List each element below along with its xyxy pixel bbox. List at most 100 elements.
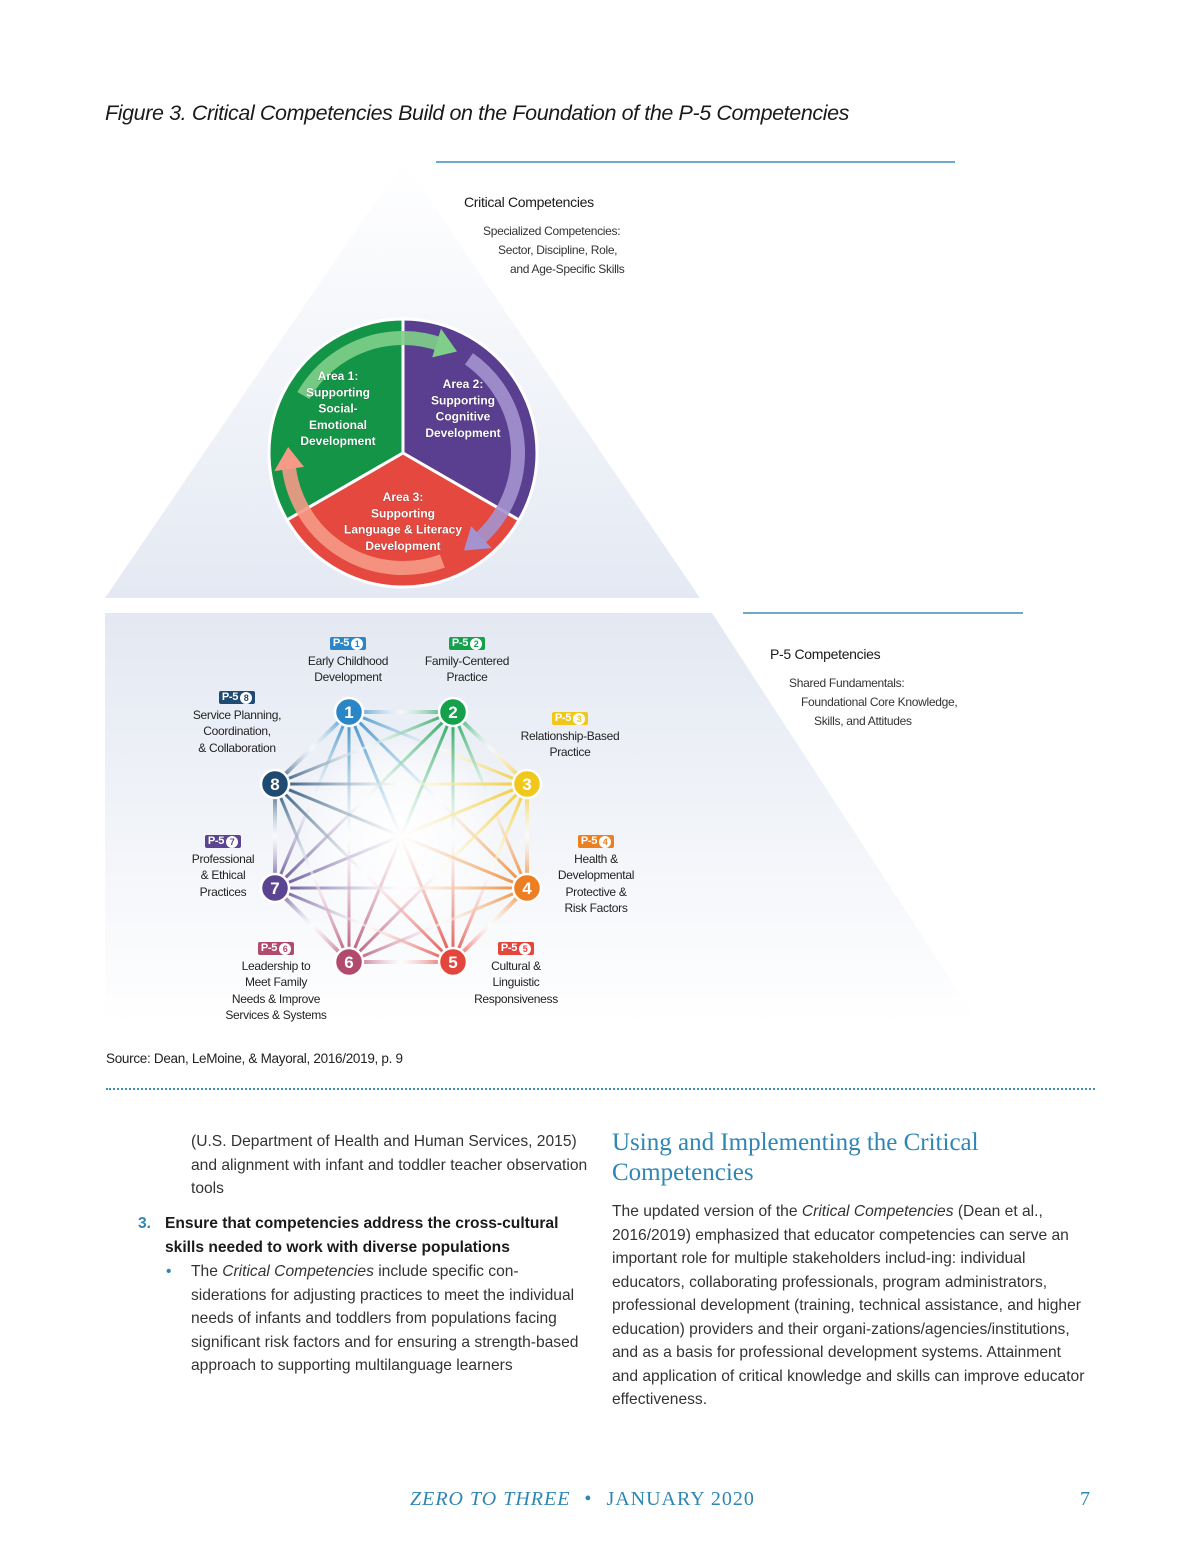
link-4-5 bbox=[451, 886, 529, 964]
node-5-number: 5 bbox=[448, 953, 457, 972]
node-3-label-line: Practice bbox=[549, 745, 591, 759]
node-2-label-line: Practice bbox=[446, 670, 488, 684]
link-4-6 bbox=[348, 886, 528, 964]
node-3-number: 3 bbox=[522, 775, 531, 794]
badge-number: 6 bbox=[279, 942, 292, 955]
critical-heading: Critical Competencies bbox=[464, 194, 594, 210]
node-6-label-line: Meet Family bbox=[244, 975, 308, 989]
bullet-em: Critical Competencies bbox=[222, 1263, 374, 1280]
area-2-label-line: Area 2: bbox=[443, 377, 484, 391]
badge-text: P-5 bbox=[207, 835, 225, 847]
badge-number: 4 bbox=[599, 835, 612, 848]
footer-separator: • bbox=[584, 1488, 593, 1510]
item-number: 3. bbox=[138, 1215, 152, 1232]
cycle-arrow-3 bbox=[281, 462, 445, 575]
para-post: (Dean et al., 2016/2019) emphasized that… bbox=[612, 1203, 1085, 1408]
area-2-label-line: Development bbox=[425, 426, 500, 440]
critical-line-2: Sector, Discipline, Role, bbox=[498, 243, 618, 257]
area-1-label-line: Social- bbox=[318, 402, 357, 416]
badge-text: P-5 bbox=[500, 942, 518, 954]
critical-line-3: and Age-Specific Skills bbox=[510, 262, 625, 276]
node-7-number: 7 bbox=[270, 879, 279, 898]
p5-line-3: Skills, and Attitudes bbox=[814, 714, 912, 728]
section-paragraph: The updated version of the Critical Comp… bbox=[612, 1200, 1087, 1412]
node-4-label-line: Protective & bbox=[565, 884, 627, 899]
section-title: Using and Implementing the Critical Comp… bbox=[612, 1129, 979, 1186]
area-2-sector bbox=[401, 317, 539, 523]
node-5-label-line: Responsiveness bbox=[474, 991, 558, 1006]
areas-pie: Area 1:SupportingSocial-EmotionalDevelop… bbox=[267, 317, 539, 589]
badge-number: 1 bbox=[351, 637, 364, 650]
node-4-number: 4 bbox=[522, 879, 532, 898]
badge-text: P-5 bbox=[332, 637, 350, 649]
node-8-number: 8 bbox=[270, 775, 279, 794]
para-em: Critical Competencies bbox=[801, 1203, 954, 1220]
link-1-8 bbox=[273, 710, 351, 786]
link-5-8 bbox=[273, 782, 455, 964]
area-1-label-line: Emotional bbox=[309, 418, 367, 432]
badge-number: 2 bbox=[470, 637, 483, 650]
bullet-pre: The bbox=[191, 1263, 223, 1280]
node-4-label-line: Developmental bbox=[557, 868, 635, 882]
footer: ZERO TO THREE•JANUARY 2020 bbox=[410, 1488, 755, 1511]
node-8-label-line: & Collaboration bbox=[198, 740, 276, 755]
area-1-label-line: Development bbox=[300, 434, 375, 448]
area-1-label-line: Area 1: bbox=[318, 369, 359, 383]
section-divider bbox=[106, 1088, 1095, 1090]
node-3-label-line: Relationship-Based bbox=[520, 728, 620, 743]
node-6-number: 6 bbox=[344, 953, 353, 972]
link-6-8 bbox=[273, 783, 351, 963]
cycle-arrow-2 bbox=[464, 353, 525, 547]
badge-number: 3 bbox=[573, 712, 586, 725]
bullet-post: include specific con-siderations for adj… bbox=[191, 1263, 579, 1374]
para-pre: The updated version of the bbox=[612, 1203, 802, 1220]
page-number: 7 bbox=[1080, 1488, 1090, 1510]
cycle-arrowhead-2 bbox=[463, 526, 492, 551]
area-2-label-line: Cognitive bbox=[436, 410, 491, 424]
badge-text: P-5 bbox=[554, 712, 572, 724]
area-3-label-line: Development bbox=[365, 539, 440, 553]
node-1-label-line: Development bbox=[314, 670, 382, 684]
badge-number: 5 bbox=[519, 942, 532, 955]
bullet-text: The Critical Competencies include specif… bbox=[191, 1260, 586, 1378]
node-6-label-line: Services & Systems bbox=[225, 1008, 327, 1022]
badge-number: 7 bbox=[226, 835, 239, 848]
node-4-circle bbox=[511, 872, 543, 904]
area-3-label-line: Language & Literacy bbox=[344, 523, 462, 537]
node-7-label-line: Practices bbox=[199, 884, 247, 899]
node-6-circle bbox=[333, 946, 365, 978]
node-1-number: 1 bbox=[344, 703, 353, 722]
badge-text: P-5 bbox=[260, 942, 278, 954]
figure-source: Source: Dean, LeMoine, & Mayoral, 2016/2… bbox=[106, 1051, 403, 1066]
node-1-label-line: Early Childhood bbox=[307, 653, 389, 668]
competency-pyramid-diagram: Area 1:SupportingSocial-EmotionalDevelop… bbox=[105, 161, 1023, 1025]
bullet-marker: • bbox=[166, 1263, 172, 1280]
node-6-label-line: Leadership to bbox=[241, 958, 311, 973]
p5-line-2: Foundational Core Knowledge, bbox=[801, 695, 958, 709]
node-7-label-line: Professional bbox=[191, 851, 255, 866]
badge-text: P-5 bbox=[451, 637, 469, 649]
continuation-text: (U.S. Department of Health and Human Ser… bbox=[191, 1133, 588, 1197]
base-trapezoid bbox=[105, 613, 980, 1025]
badge-text: P-5 bbox=[221, 691, 239, 703]
link-2-3 bbox=[451, 710, 529, 786]
node-2-circle bbox=[437, 696, 469, 728]
node-2-label-line: Family-Centered bbox=[424, 653, 510, 668]
item-title: Ensure that competencies address the cro… bbox=[165, 1215, 559, 1256]
node-3-circle bbox=[511, 768, 543, 800]
node-4-label-line: Health & bbox=[574, 851, 618, 866]
node-5-label-line: Cultural & bbox=[491, 958, 541, 973]
footer-date: JANUARY 2020 bbox=[606, 1488, 755, 1510]
